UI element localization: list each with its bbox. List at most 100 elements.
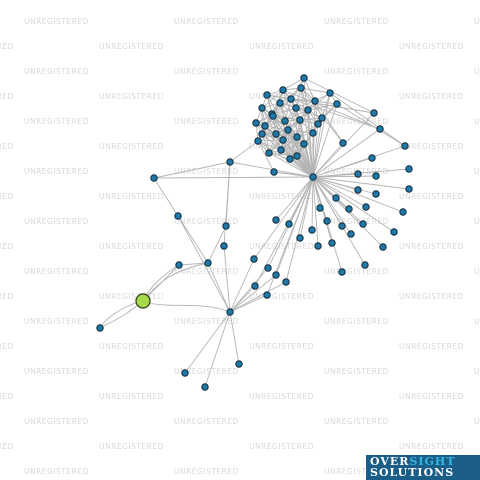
- graph-node: [150, 174, 158, 182]
- graph-edge: [229, 294, 268, 313]
- graph-edge: [312, 103, 338, 178]
- watermark-label: UNREGISTERED: [174, 317, 239, 326]
- watermark-label: UNREGISTERED: [324, 467, 389, 476]
- graph-edge: [264, 125, 270, 154]
- watermark-label: UNREGISTERED: [0, 342, 14, 351]
- watermark-label: UNREGISTERED: [474, 267, 480, 276]
- graph-edge: [312, 176, 366, 266]
- watermark-label: UNREGISTERED: [249, 192, 314, 201]
- graph-node: [269, 112, 277, 120]
- graph-edge: [153, 177, 179, 217]
- graph-edge: [207, 262, 231, 313]
- graph-edge: [314, 100, 344, 144]
- graph-node: [338, 222, 346, 230]
- graph-node: [277, 146, 285, 154]
- graph-node: [314, 120, 322, 128]
- graph-edge: [204, 311, 231, 388]
- graph-node: [300, 74, 308, 82]
- graph-node: [96, 324, 104, 332]
- graph-edge: [296, 109, 309, 138]
- watermark-label: UNREGISTERED: [174, 67, 239, 76]
- watermark-label: UNREGISTERED: [399, 192, 464, 201]
- graph-edge: [314, 100, 319, 125]
- graph-node: [296, 116, 304, 124]
- graph-edge: [178, 262, 209, 266]
- graph-node: [276, 99, 284, 107]
- watermark-label: UNREGISTERED: [0, 292, 14, 301]
- graph-node: [333, 100, 341, 108]
- graph-edge: [296, 136, 314, 178]
- watermark-label: UNREGISTERED: [399, 292, 464, 301]
- graph-edge: [282, 77, 305, 91]
- graph-node: [235, 360, 243, 368]
- watermark-label: UNREGISTERED: [474, 117, 480, 126]
- graph-node: [252, 119, 260, 127]
- graph-edge: [307, 103, 338, 111]
- graph-node: [175, 261, 183, 269]
- watermark-label: UNREGISTERED: [399, 442, 464, 451]
- graph-node: [405, 165, 413, 173]
- watermark-label: UNREGISTERED: [24, 467, 89, 476]
- watermark-label: UNREGISTERED: [249, 242, 314, 251]
- watermark-label: UNREGISTERED: [399, 92, 464, 101]
- graph-edge: [303, 143, 314, 178]
- watermark-label: UNREGISTERED: [174, 117, 239, 126]
- watermark-label: UNREGISTERED: [249, 42, 314, 51]
- graph-node: [261, 122, 269, 130]
- graph-edge: [329, 92, 406, 147]
- watermark-label: UNREGISTERED: [324, 67, 389, 76]
- graph-node: [272, 130, 280, 138]
- watermark-label: UNREGISTERED: [324, 317, 389, 326]
- graph-node: [284, 126, 292, 134]
- watermark-label: UNREGISTERED: [99, 292, 164, 301]
- graph-node: [354, 170, 362, 178]
- graph-edge: [282, 89, 381, 130]
- graph-node: [204, 259, 212, 267]
- graph-edge: [223, 245, 231, 313]
- graph-node: [264, 264, 272, 272]
- graph-edge: [312, 176, 404, 213]
- watermark-label: UNREGISTERED: [174, 467, 239, 476]
- graph-edge: [261, 89, 284, 109]
- watermark-label: UNREGISTERED: [0, 42, 14, 51]
- graph-edge: [223, 161, 231, 247]
- graph-node: [372, 172, 380, 180]
- watermark-label: UNREGISTERED: [249, 342, 314, 351]
- graph-edge: [290, 98, 381, 130]
- graph-node: [272, 216, 280, 224]
- graph-edge: [257, 139, 284, 142]
- graph-node: [345, 205, 353, 213]
- graph-edge: [312, 176, 377, 195]
- watermark-label: UNREGISTERED: [0, 92, 14, 101]
- watermark-label: UNREGISTERED: [174, 417, 239, 426]
- graph-edge: [300, 87, 331, 94]
- graph-edge: [312, 176, 410, 190]
- graph-node: [401, 142, 409, 150]
- graph-edge: [307, 109, 314, 134]
- focal-node: [135, 293, 151, 309]
- graph-node: [332, 194, 340, 202]
- graph-edge: [257, 140, 275, 173]
- graph-edge: [229, 281, 287, 313]
- watermark-label: UNREGISTERED: [399, 392, 464, 401]
- graph-edge-curved: [142, 300, 231, 313]
- graph-node: [370, 109, 378, 117]
- watermark-label: UNREGISTERED: [24, 117, 89, 126]
- graph-edge: [177, 215, 209, 264]
- graph-node: [368, 154, 376, 162]
- graph-node: [287, 95, 295, 103]
- graph-node: [272, 271, 280, 279]
- watermark-label: UNREGISTERED: [99, 392, 164, 401]
- graph-node: [293, 152, 301, 160]
- graph-node: [250, 255, 258, 263]
- graph-edge: [285, 176, 314, 283]
- graph-node: [254, 137, 262, 145]
- oversight-solutions-logo: OVERSIGHT SOLUTIONS: [366, 455, 480, 480]
- graph-node: [354, 186, 362, 194]
- graph-node: [362, 203, 370, 211]
- logo-word-sight: SIGHT: [409, 455, 456, 468]
- graph-edge: [312, 128, 381, 178]
- graph-edge: [312, 117, 323, 178]
- watermark-label: UNREGISTERED: [399, 242, 464, 251]
